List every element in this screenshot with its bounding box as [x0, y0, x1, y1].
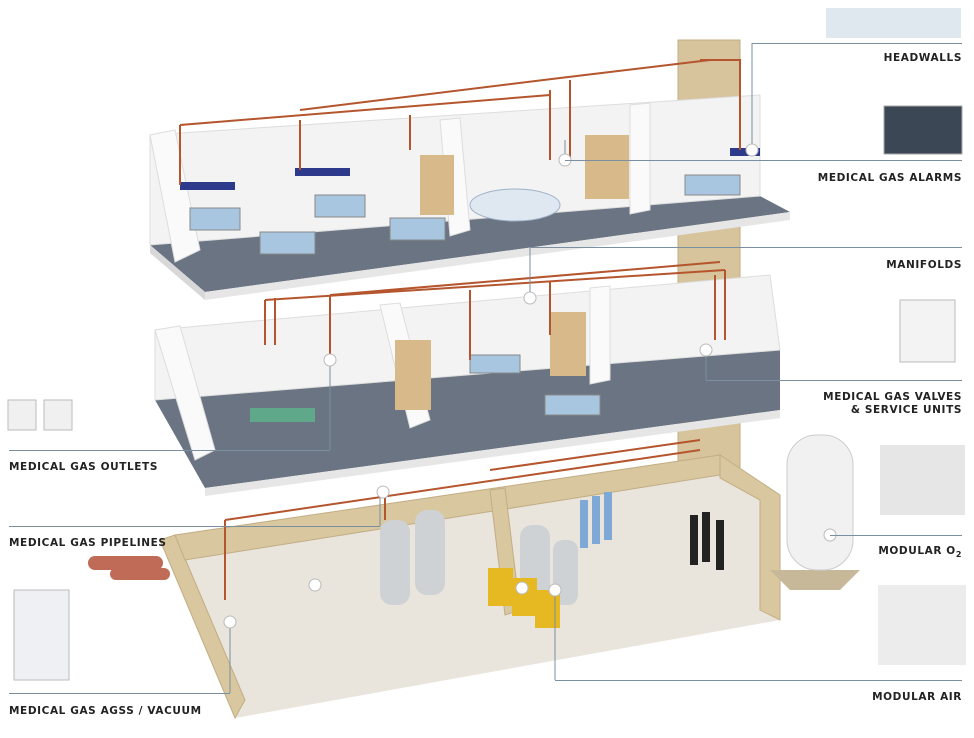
label-agss-vacuum: MEDICAL GAS AGSS / VACUUM: [9, 705, 202, 717]
valves-leader: [706, 380, 962, 381]
label-manifolds: MANIFOLDS: [886, 259, 962, 271]
air-plant-thumbnail: [878, 585, 966, 665]
label-valves-line1: MEDICAL GAS VALVES: [823, 391, 962, 403]
air-leader: [555, 680, 962, 681]
agss-thumbnail: [13, 589, 70, 681]
headwall-thumbnail: [826, 8, 961, 38]
middle-floor: [154, 274, 781, 496]
label-valves-service-units: MEDICAL GAS VALVES & SERVICE UNITS: [823, 391, 962, 417]
o2-vessel: [770, 434, 860, 590]
top-floor: [149, 94, 790, 300]
label-medical-gas-outlets: MEDICAL GAS OUTLETS: [9, 461, 158, 473]
outlets-thumbnail-2: [43, 399, 73, 431]
o2-plant-thumbnail: [880, 445, 965, 515]
label-medical-gas-pipelines: MEDICAL GAS PIPELINES: [9, 537, 167, 549]
copper-pipes-image: [88, 556, 170, 580]
alarm-panel-thumbnail: [883, 105, 963, 155]
manifolds-leader: [530, 247, 962, 248]
label-modular-air: MODULAR AIR: [872, 691, 962, 703]
outlets-thumbnail-1: [7, 399, 37, 431]
headwalls-leader: [752, 43, 962, 44]
label-modular-o2-text: MODULAR O: [878, 545, 956, 557]
label-valves-line2: & SERVICE UNITS: [850, 404, 962, 416]
valve-box-thumbnail: [899, 299, 956, 363]
label-modular-o2-subscript: 2: [955, 550, 962, 560]
plant-room: [159, 454, 781, 720]
agss-leader: [9, 693, 230, 694]
callout-markers: [223, 143, 837, 629]
alarms-leader: [565, 160, 962, 161]
o2-leader: [830, 535, 962, 536]
label-medical-gas-alarms: MEDICAL GAS ALARMS: [817, 172, 962, 184]
pipelines: [179, 59, 741, 600]
outlets-leader: [9, 450, 330, 451]
label-modular-o2: MODULAR O2: [878, 545, 962, 561]
label-headwalls: HEADWALLS: [883, 52, 962, 64]
pipelines-leader: [9, 526, 380, 527]
